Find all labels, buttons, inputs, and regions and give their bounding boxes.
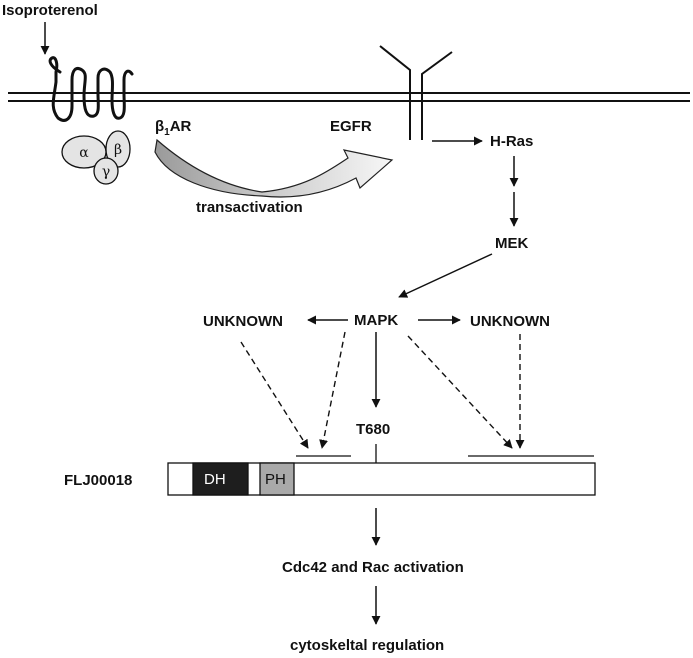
mek-label: MEK [495, 235, 529, 252]
hras-label: H-Ras [490, 133, 533, 150]
mapk-left-dashed-arrow [319, 331, 346, 449]
cytoskeletal-label: cytoskeltal regulation [290, 637, 444, 654]
mek-to-mapk-arrow [398, 253, 493, 298]
dh-domain [192, 462, 249, 496]
egfr-label: EGFR [330, 118, 372, 135]
unknown-right-label: UNKNOWN [470, 313, 550, 330]
isoproterenol-label: Isoproterenol [2, 2, 98, 19]
g-gamma-label: γ [102, 164, 110, 180]
beta1ar-label: β1AR [155, 118, 192, 138]
flj00018-label: FLJ00018 [64, 472, 132, 489]
mapk-right-dashed-arrow [407, 335, 513, 449]
g-beta-label: β [114, 142, 122, 158]
ph-domain [259, 462, 295, 496]
ph-domain-label: PH [265, 471, 286, 488]
t680-label: T680 [356, 421, 390, 438]
g-protein-complex: α β γ [61, 130, 131, 185]
unknown-left-dashed-arrow [240, 341, 309, 449]
g-gamma-subunit [93, 157, 119, 185]
egfr-receptor-shape [379, 45, 453, 140]
unknown-left-label: UNKNOWN [203, 313, 283, 330]
cell-membrane [8, 92, 690, 102]
transactivation-arrow [154, 138, 394, 198]
mapk-label: MAPK [354, 312, 398, 329]
beta1-receptor-shape [48, 56, 134, 122]
cdc42-rac-label: Cdc42 and Rac activation [282, 559, 464, 576]
g-alpha-label: α [79, 145, 89, 161]
dh-domain-label: DH [204, 471, 226, 488]
transactivation-label: transactivation [196, 199, 303, 216]
